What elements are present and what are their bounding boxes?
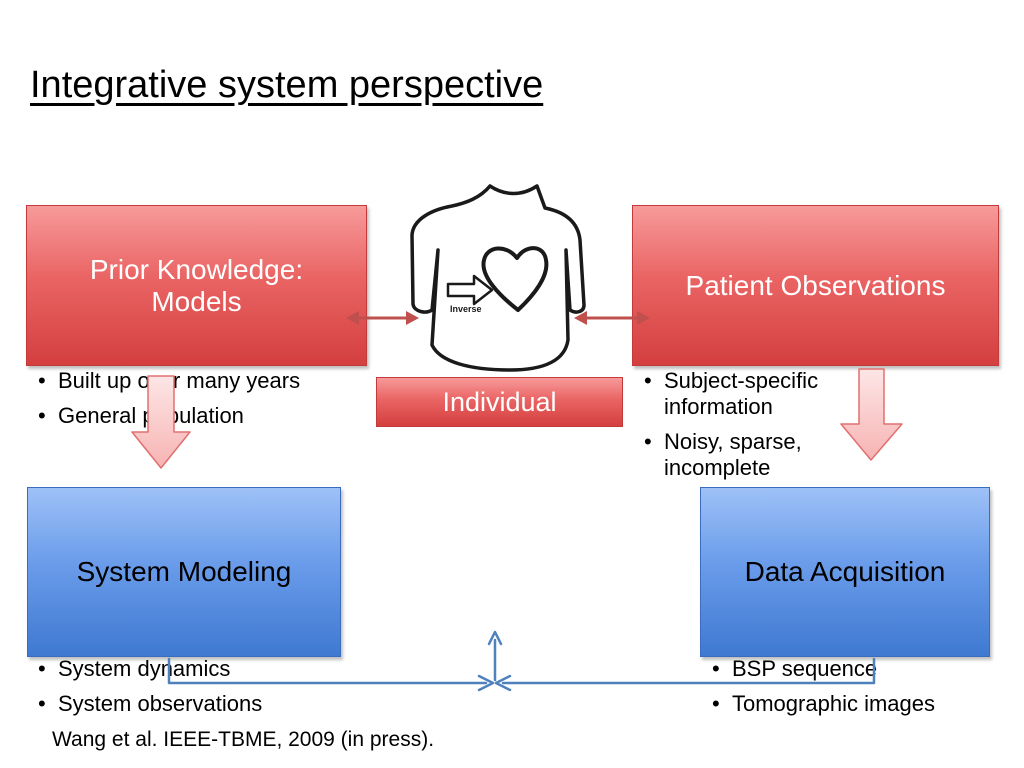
inverse-label: Inverse bbox=[450, 304, 482, 314]
system-modeling-box: System Modeling bbox=[27, 487, 341, 657]
patient-observations-label: Patient Observations bbox=[685, 269, 946, 301]
connector-individual-to-patient bbox=[574, 311, 650, 325]
bullet-item: System dynamics bbox=[34, 656, 314, 682]
system-modeling-bullets: System dynamics System observations bbox=[34, 656, 314, 726]
bullet-item: System observations bbox=[34, 691, 314, 717]
patient-observations-box: Patient Observations bbox=[632, 205, 999, 366]
data-acquisition-bullets: BSP sequence Tomographic images bbox=[708, 656, 948, 726]
bullet-item: Subject-specific information bbox=[640, 368, 880, 420]
inverse-arrow-icon bbox=[446, 274, 494, 306]
feedback-connector bbox=[167, 630, 876, 692]
connector-prior-to-individual bbox=[346, 311, 419, 325]
heart-icon bbox=[481, 246, 549, 312]
patient-observations-bullets: Subject-specific information Noisy, spar… bbox=[640, 368, 880, 490]
bullet-item: Tomographic images bbox=[708, 691, 948, 717]
data-acquisition-label: Data Acquisition bbox=[744, 556, 946, 587]
data-acquisition-box: Data Acquisition bbox=[700, 487, 990, 657]
bullet-item: Built up over many years bbox=[34, 368, 334, 394]
individual-label: Individual bbox=[442, 387, 557, 417]
citation: Wang et al. IEEE-TBME, 2009 (in press). bbox=[52, 728, 435, 751]
torso-illustration bbox=[410, 184, 586, 372]
individual-box: Individual bbox=[376, 377, 623, 427]
prior-knowledge-box: Prior Knowledge: Models bbox=[26, 205, 367, 366]
system-modeling-label: System Modeling bbox=[76, 556, 292, 587]
slide-title: Integrative system perspective bbox=[30, 64, 544, 106]
prior-knowledge-title: Prior Knowledge: bbox=[89, 253, 304, 285]
bullet-item: Noisy, sparse, incomplete bbox=[640, 429, 880, 481]
torso-outline bbox=[410, 184, 586, 372]
bullet-item: BSP sequence bbox=[708, 656, 948, 682]
prior-knowledge-subtitle: Models bbox=[151, 285, 242, 317]
down-arrow-right bbox=[840, 368, 903, 461]
down-arrow-left bbox=[131, 375, 191, 469]
